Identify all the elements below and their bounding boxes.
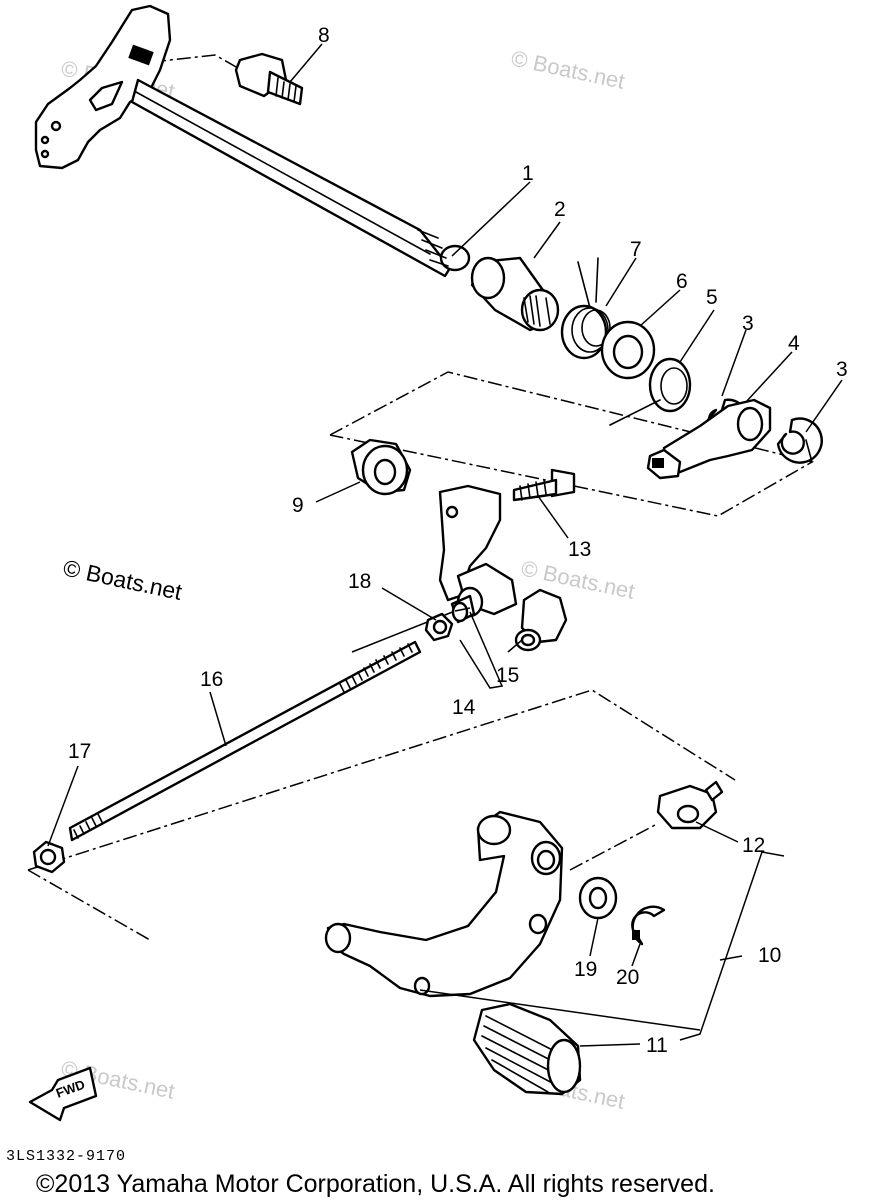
shift-rod-arm bbox=[438, 484, 518, 624]
callout-14: 14 bbox=[452, 696, 476, 719]
nut-18 bbox=[424, 612, 454, 642]
torsion-spring bbox=[560, 257, 611, 360]
callout-1: 1 bbox=[522, 162, 534, 185]
callout-4: 4 bbox=[788, 332, 800, 355]
copyright-notice: ©2013 Yamaha Motor Corporation, U.S.A. A… bbox=[36, 1170, 715, 1198]
nut-17 bbox=[32, 840, 66, 874]
callout-3a: 3 bbox=[742, 312, 754, 335]
boot-15 bbox=[514, 588, 568, 652]
callout-5: 5 bbox=[706, 286, 718, 309]
return-spring bbox=[609, 357, 692, 426]
callout-16: 16 bbox=[200, 668, 223, 691]
watermark-strong: © Boats.net bbox=[61, 554, 185, 605]
callout-15: 15 bbox=[496, 664, 519, 687]
callout-19: 19 bbox=[574, 958, 597, 981]
callout-18: 18 bbox=[348, 570, 371, 593]
shift-rod bbox=[68, 640, 422, 842]
callout-2: 2 bbox=[554, 198, 566, 221]
collar bbox=[470, 256, 560, 332]
bolt-13 bbox=[512, 468, 576, 502]
watermark: © Boats.net bbox=[509, 45, 627, 93]
callout-3b: 3 bbox=[836, 358, 848, 381]
callout-12: 12 bbox=[742, 834, 765, 857]
e-clip-20 bbox=[631, 905, 666, 946]
shift-pedal bbox=[324, 810, 564, 998]
washer-19 bbox=[578, 876, 618, 920]
stopper-lever bbox=[646, 398, 772, 480]
callout-20: 20 bbox=[616, 966, 639, 989]
shift-shaft bbox=[34, 4, 471, 278]
washer-6 bbox=[600, 320, 656, 380]
callout-7: 7 bbox=[630, 238, 642, 261]
pedal-rubber bbox=[472, 1002, 582, 1096]
leader-lines bbox=[47, 43, 843, 1047]
callout-11: 11 bbox=[646, 1034, 668, 1057]
pivot-bushing bbox=[656, 780, 724, 830]
circlip-3b bbox=[776, 417, 823, 464]
callout-13: 13 bbox=[568, 538, 591, 561]
callout-labels: 1 2 3 3 4 5 6 7 8 9 10 11 12 13 14 15 16… bbox=[68, 24, 848, 1057]
stud-bolt bbox=[234, 52, 304, 106]
oil-seal bbox=[350, 438, 412, 496]
drawing-code: 3LS1332-9170 bbox=[6, 1148, 126, 1165]
callout-17: 17 bbox=[68, 740, 91, 763]
callout-8: 8 bbox=[318, 24, 330, 47]
callout-6: 6 bbox=[676, 270, 688, 293]
forward-arrow-icon: FWD bbox=[28, 1066, 98, 1122]
callout-9: 9 bbox=[292, 494, 304, 517]
callout-10: 10 bbox=[758, 944, 781, 967]
